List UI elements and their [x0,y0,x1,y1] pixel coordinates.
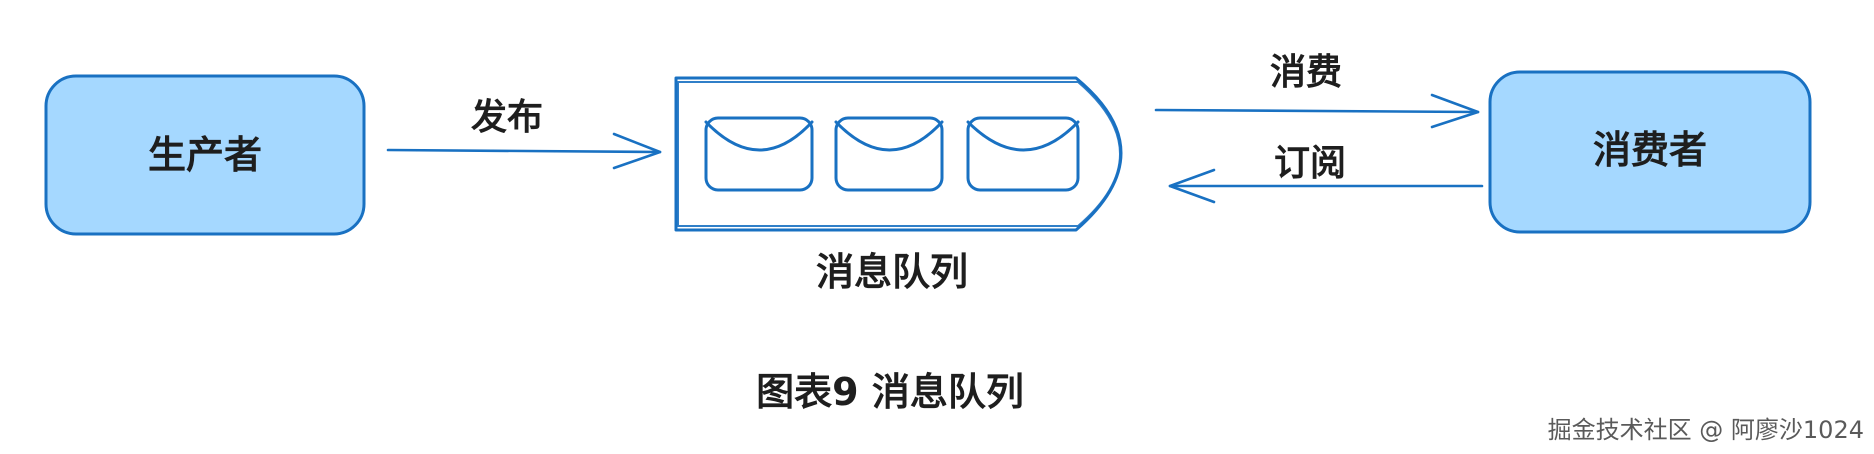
queue-container [674,76,1123,232]
producer-label: 生产者 [147,133,263,177]
subscribe-arrow [1168,168,1484,204]
envelope-icon [966,116,1080,192]
consumer-box [1488,70,1812,234]
envelope-icon [834,116,944,192]
consume-label: 消费 [1269,52,1343,93]
publish-label: 发布 [470,97,544,138]
watermark-text: 掘金技术社区 @ 阿廖沙1024 [1547,416,1864,444]
consume-arrow [1154,93,1480,129]
consumer-label: 消费者 [1592,128,1708,172]
publish-arrow [386,132,662,170]
subscribe-label: 订阅 [1273,143,1347,184]
queue-label: 消息队列 [815,250,969,294]
producer-box [44,74,366,236]
envelope-icon [704,116,814,192]
figure-caption: 图表9 消息队列 [756,370,1024,414]
